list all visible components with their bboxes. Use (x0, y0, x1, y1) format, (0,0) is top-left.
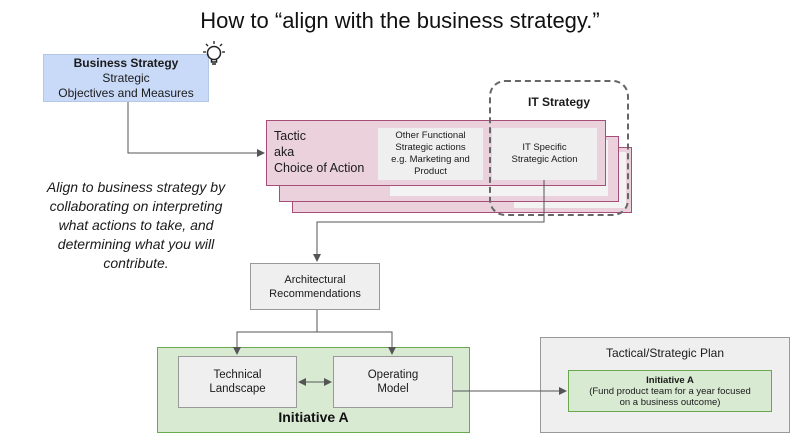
alignment-note-line4: determining what you will (57, 236, 215, 252)
plan-initiative-title: Initiative A (646, 374, 694, 386)
it-strategy-frame (489, 80, 629, 216)
technical-landscape-line1: Technical (213, 369, 262, 381)
business-strategy-line1: Strategic (102, 70, 150, 85)
connector-strategy-to-tactic (127, 102, 265, 157)
it-strategy-label: IT Strategy (527, 95, 590, 109)
other-functional-line3: e.g. Marketing and (391, 154, 470, 165)
page-title: How to “align with the business strategy… (200, 8, 600, 33)
architectural-line2: Recommendations (269, 287, 361, 300)
business-strategy-heading: Business Strategy (73, 55, 179, 70)
technical-landscape-line2: Landscape (209, 383, 266, 395)
it-specific-line1: IT Specific (522, 142, 567, 153)
other-functional-line1: Other Functional (395, 130, 466, 141)
tactic-label: Tactic aka Choice of Action (274, 128, 364, 176)
tactical-strategic-plan-label: Tactical/Strategic Plan (605, 346, 725, 360)
architectural-line1: Architectural (284, 273, 346, 286)
plan-initiative-box: Initiative A (Fund product team for a ye… (568, 370, 772, 412)
tactic-line2: aka (274, 145, 295, 159)
connector-architecture-to-technical (233, 310, 318, 355)
alignment-note-line5: contribute. (103, 255, 169, 271)
it-specific-line2: Strategic Action (511, 154, 578, 165)
business-strategy-line2: Objectives and Measures (58, 85, 194, 100)
connector-it-action-to-architecture (313, 180, 545, 262)
it-specific-box: IT Specific Strategic Action (492, 128, 597, 180)
lightbulb-icon (203, 41, 225, 65)
other-functional-line4: Product (414, 166, 447, 177)
tactic-line1: Tactic (274, 129, 306, 143)
alignment-note: Align to business strategy by collaborat… (20, 178, 252, 273)
connector-architecture-to-operating (317, 331, 396, 355)
plan-initiative-line1: (Fund product team for a year focused (589, 385, 751, 397)
alignment-note-line1: Align to business strategy by (46, 179, 226, 195)
operating-model-line2: Model (377, 383, 409, 395)
operating-model-line1: Operating (367, 369, 419, 381)
architectural-recommendations-box: Architectural Recommendations (250, 263, 380, 310)
technical-landscape-box: Technical Landscape (178, 356, 297, 408)
initiative-label: Initiative A (278, 409, 349, 425)
business-strategy-box: Business Strategy Strategic Objectives a… (43, 54, 209, 102)
tactic-line3: Choice of Action (274, 161, 365, 175)
other-functional-line2: Strategic actions (395, 142, 466, 153)
alignment-note-line3: what actions to take, and (58, 217, 214, 233)
operating-model-box: Operating Model (333, 356, 453, 408)
other-functional-box: Other Functional Strategic actions e.g. … (378, 128, 483, 180)
plan-initiative-line2: on a business outcome) (619, 396, 721, 408)
alignment-note-line2: collaborating on interpreting (49, 198, 223, 214)
